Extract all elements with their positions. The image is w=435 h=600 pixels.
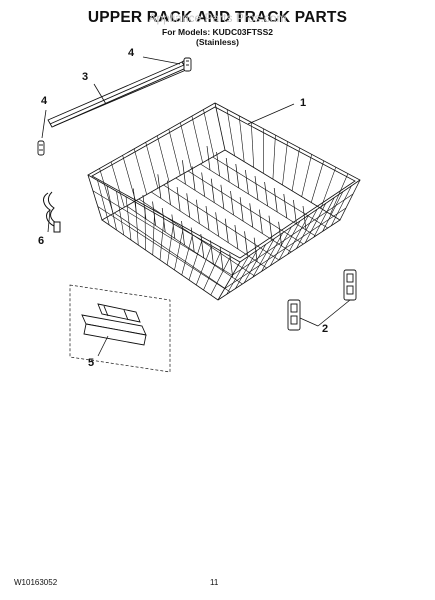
callout-5: 5 — [88, 357, 94, 369]
track-end-cap-right — [343, 269, 357, 301]
part-5-bracket-area — [69, 284, 171, 373]
rack-adjuster — [43, 191, 61, 233]
document-number: W10163052 — [14, 578, 58, 587]
callout-4-left: 4 — [41, 95, 48, 107]
callout-6: 6 — [38, 235, 44, 247]
callout-3: 3 — [82, 71, 88, 83]
upper-dish-rack — [87, 102, 361, 301]
models-line: For Models: KUDC03FTSS2 — [162, 27, 273, 37]
callout-4-top: 4 — [128, 47, 135, 59]
finish-line: (Stainless) — [196, 37, 239, 47]
callout-2: 2 — [322, 323, 328, 335]
track-stop-clip-top — [183, 57, 192, 72]
track-stop-clip-left — [37, 140, 45, 156]
page-number: 11 — [210, 578, 219, 587]
track-rail — [47, 57, 191, 128]
callout-1: 1 — [300, 97, 306, 109]
track-end-cap-left — [287, 299, 301, 331]
callout-leaders — [41, 56, 351, 357]
page-title: UPPER RACK AND TRACK PARTS — [87, 9, 348, 26]
